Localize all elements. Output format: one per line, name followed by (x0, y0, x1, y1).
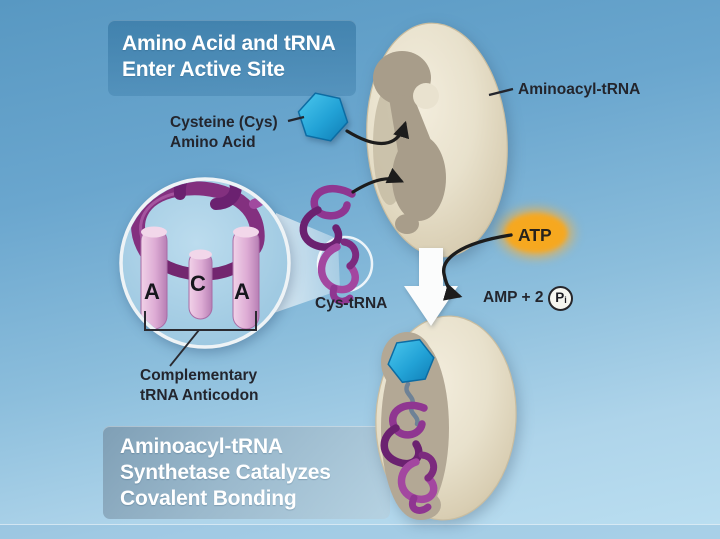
anticodon-bracket (144, 311, 257, 367)
cys-trna-label: Cys-tRNA (315, 295, 388, 312)
phosphate-subscript: i (564, 295, 567, 305)
anticodon-caption-line1: Complementary (140, 367, 258, 384)
top-banner-panel (108, 20, 356, 96)
arrow-amino-acid-to-site (345, 120, 410, 146)
anticodon-cylinders (140, 226, 260, 330)
arrow-atp-to-amp (442, 233, 513, 301)
arrow-trna-to-site (351, 167, 405, 194)
anticodon-caption-line2: tRNA Anticodon (140, 387, 259, 405)
enzyme-top (366, 22, 508, 258)
trna-ribbon-free (299, 185, 360, 305)
cysteine-label-line1: Cysteine (Cys) (170, 114, 278, 131)
bottom-banner-line3: Covalent Bonding (120, 487, 297, 511)
anticodon-letter-1: A (144, 279, 160, 304)
top-banner: Amino Acid and tRNA Enter Active Site (122, 31, 336, 83)
cysteine-label-line2: Amino Acid (170, 134, 256, 152)
enzyme-bottom (375, 315, 517, 521)
cysteine-label: Cysteine (Cys) Amino Acid (170, 113, 278, 153)
trna-ribbon-bottom (380, 401, 438, 514)
top-banner-line2: Enter Active Site (122, 58, 285, 82)
anticodon-letter-2: C (190, 271, 206, 296)
amino-acid-hexagon-icon (297, 92, 349, 142)
top-banner-line1: Amino Acid and tRNA (122, 32, 336, 55)
aminoacyl-pointer-line (488, 87, 514, 97)
magnifier-circle (119, 177, 291, 349)
anticodon-letter-3: A (234, 279, 250, 304)
bottom-banner-line1: Aminoacyl-tRNA (120, 435, 283, 458)
amp-text: AMP + 2 (483, 289, 544, 307)
active-site-top (373, 51, 446, 234)
cysteine-pointer-line (287, 115, 305, 123)
amino-acid-hexagon-bottom-icon (387, 338, 435, 384)
bottom-banner-line2: Synthetase Catalyzes (120, 461, 331, 485)
bottom-banner: Aminoacyl-tRNA Synthetase Catalyzes Cova… (120, 434, 331, 512)
white-transition-arrow (404, 248, 458, 326)
bottom-edge-strip (0, 524, 720, 539)
atp-label: ATP (518, 225, 552, 245)
aminoacyl-trna-label: Aminoacyl-tRNA (518, 81, 641, 98)
phosphate-symbol: P (555, 290, 565, 305)
anticodon-caption: Complementary tRNA Anticodon (140, 366, 259, 406)
atp-glow-icon (492, 203, 580, 263)
magnifier-cone (271, 213, 340, 314)
bottom-banner-panel (103, 426, 390, 519)
